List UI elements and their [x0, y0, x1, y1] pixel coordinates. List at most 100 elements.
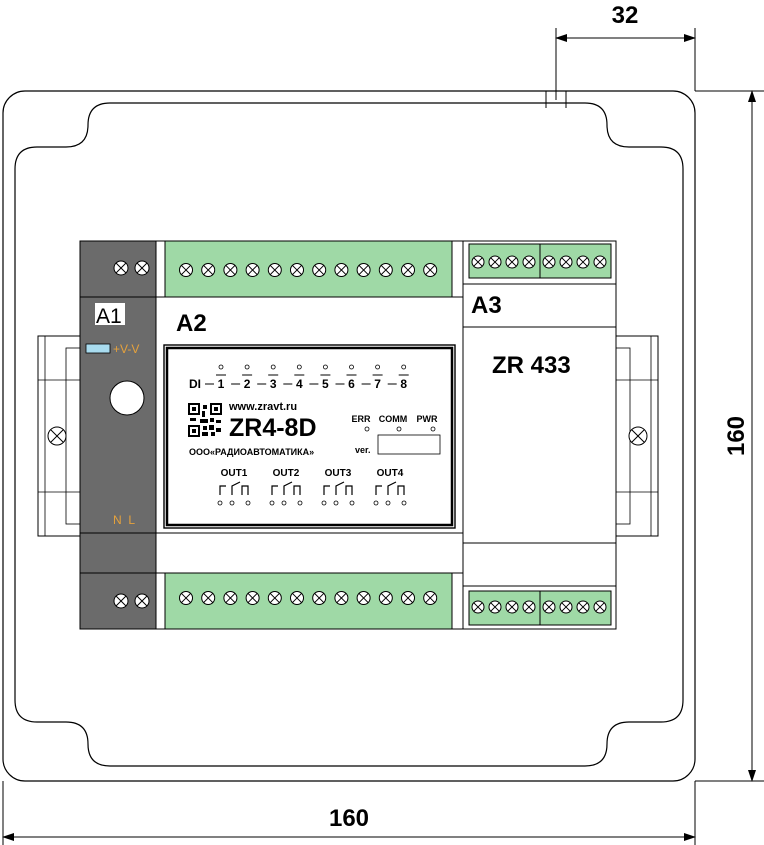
a1-power-led: [85, 343, 111, 354]
dimension-bottom: 160: [2, 781, 696, 845]
terminal-screw-icon: [334, 591, 349, 605]
terminal-screw-icon: [267, 263, 282, 277]
dimension-right: 160: [695, 90, 764, 782]
a2-top-terminal-screws: [179, 263, 438, 277]
terminal-screw-icon: [179, 263, 193, 277]
a1-label: A1: [96, 305, 122, 328]
din-number: 3: [270, 377, 277, 391]
din-rail-clamp-left: [37, 335, 81, 537]
terminal-screw-icon: [471, 255, 485, 269]
din-rail-clamp-right: [615, 335, 659, 537]
terminal-screw-icon: [223, 263, 238, 277]
status-led-label: COMM: [379, 414, 408, 424]
terminal-screw-icon: [505, 255, 519, 269]
status-led-label: PWR: [417, 414, 438, 424]
relay-contact-icon: [321, 481, 355, 506]
din-led: [322, 364, 328, 370]
module-a1-power-supply: A1 +V-V N L: [79, 240, 157, 630]
relay-output-label: OUT3: [325, 468, 352, 479]
relay-contact-icon: [373, 481, 407, 506]
terminal-screw-icon: [488, 255, 502, 269]
a1-label-background: [95, 303, 125, 325]
terminal-screw-icon: [505, 600, 519, 614]
a1-mains-label: N L: [113, 513, 135, 527]
terminal-screw-icon: [471, 600, 485, 614]
din-led: [244, 364, 250, 370]
relay-contact-icon: [217, 481, 251, 506]
a2-bottom-terminal-screws: [179, 591, 438, 605]
relay-contact-icon: [269, 481, 303, 506]
din-led: [349, 364, 354, 370]
terminal-screw-icon: [245, 591, 260, 605]
a2-label: A2: [176, 310, 207, 337]
terminal-screw-icon: [593, 255, 607, 269]
terminal-screw-icon: [378, 591, 393, 605]
din-number: 2: [244, 377, 251, 391]
din-led: [296, 364, 302, 370]
dimension-top: 32: [545, 2, 696, 108]
terminal-screw-icon: [576, 255, 590, 269]
a3-label: A3: [471, 292, 502, 319]
terminal-screw-icon: [378, 263, 393, 277]
enclosure-outline: [2, 90, 696, 782]
relay-output-label: OUT2: [273, 468, 300, 479]
terminal-screw-icon: [267, 591, 282, 605]
terminal-screw-icon: [593, 600, 607, 614]
terminal-screw-icon: [522, 255, 536, 269]
din-led: [270, 364, 276, 370]
terminal-screw-icon: [423, 263, 438, 277]
terminal-screw-icon: [334, 263, 349, 277]
a2-model: ZR4-8D: [229, 414, 317, 442]
terminal-screw-icon: [223, 591, 238, 605]
din-number: 6: [348, 377, 355, 391]
din-number: 1: [218, 377, 225, 391]
relay-output-label: OUT4: [377, 468, 404, 479]
terminal-screw-icon: [559, 600, 573, 614]
dimension-top-label: 32: [612, 2, 639, 29]
a2-company: ООО«РАДИОАВТОМАТИКА»: [189, 447, 314, 457]
terminal-screw-icon: [179, 591, 193, 605]
terminal-screw-icon: [488, 600, 502, 614]
a2-version-label: ver.: [355, 445, 371, 455]
a3-terminal-screws: [471, 255, 607, 614]
terminal-screw-icon: [559, 255, 573, 269]
a2-version-box: [377, 434, 441, 455]
terminal-screw-icon: [542, 255, 556, 269]
terminal-screw-icon: [245, 263, 260, 277]
terminal-screw-icon: [423, 591, 438, 605]
status-led: [364, 426, 370, 432]
status-led-label: ERR: [351, 414, 371, 424]
a2-front-panel: [163, 344, 456, 529]
a1-top-screws: [113, 260, 150, 276]
terminal-screw-icon: [290, 591, 304, 605]
terminal-screw-icon: [401, 591, 415, 605]
a1-supply-label: +V-V: [113, 342, 139, 356]
din-led: [401, 364, 407, 370]
terminal-screw-icon: [401, 263, 415, 277]
terminal-screw-icon: [356, 591, 371, 605]
terminal-screw-icon: [312, 263, 327, 277]
a1-adjust-knob: [109, 380, 145, 416]
terminal-screw-icon: [542, 600, 556, 614]
terminal-screw-icon: [312, 591, 327, 605]
din-led: [218, 364, 224, 370]
din-number: 8: [400, 377, 407, 391]
terminal-screw-icon: [356, 263, 371, 277]
qr-code-icon: [188, 403, 222, 437]
enclosure-inner-outline: [14, 102, 684, 767]
a1-bottom-screws: [113, 593, 150, 609]
module-a3-zr433: A3 ZR 433: [462, 240, 617, 630]
status-led: [430, 426, 436, 432]
dimension-right-label: 160: [723, 416, 750, 456]
terminal-screw-icon: [201, 263, 216, 277]
status-led: [396, 426, 402, 432]
terminal-screw-icon: [522, 600, 536, 614]
terminal-screw-icon: [576, 600, 590, 614]
terminal-screw-icon: [201, 591, 216, 605]
din-led: [375, 364, 381, 370]
din-number: 7: [374, 377, 381, 391]
